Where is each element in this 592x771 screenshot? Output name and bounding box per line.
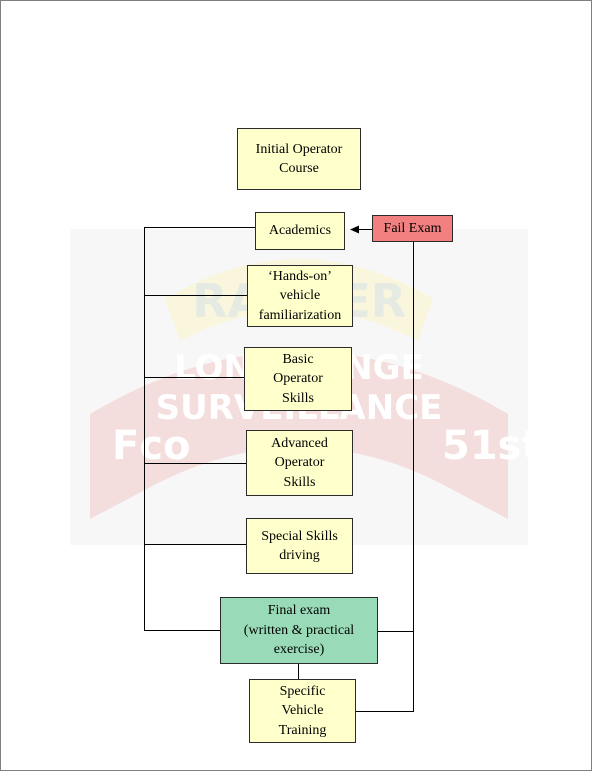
connector-final-left — [144, 630, 221, 631]
left-spine-line — [144, 227, 145, 631]
initial-operator-course-box: Initial Operator Course — [237, 128, 361, 190]
specific-vehicle-training-box: Specific Vehicle Training — [249, 679, 356, 743]
fail-to-academics-arrow-line — [355, 229, 373, 230]
connector-final-right — [378, 631, 414, 632]
watermark-left-mark: Fco — [112, 423, 191, 469]
connector-academics — [144, 227, 255, 228]
basic-operator-skills-box: Basic Operator Skills — [244, 347, 352, 411]
watermark-right-mark: 51st — [442, 423, 528, 469]
connector-specific-right — [356, 711, 414, 712]
hands-on-familiarization-box: ‘Hands-on’ vehicle familiarization — [247, 265, 353, 327]
academics-box: Academics — [255, 212, 345, 250]
connector-basic — [144, 377, 244, 378]
connector-advanced — [144, 463, 246, 464]
advanced-operator-skills-box: Advanced Operator Skills — [246, 430, 353, 496]
final-exam-box: Final exam (written & practical exercise… — [220, 597, 378, 664]
connector-hands-on — [144, 295, 247, 296]
fail-exam-box: Fail Exam — [372, 215, 453, 242]
connector-special — [144, 544, 246, 545]
special-skills-driving-box: Special Skills driving — [246, 518, 353, 574]
arrowhead-icon — [350, 225, 359, 234]
connector-final-to-specific — [298, 664, 299, 679]
right-spine-line — [413, 242, 414, 712]
